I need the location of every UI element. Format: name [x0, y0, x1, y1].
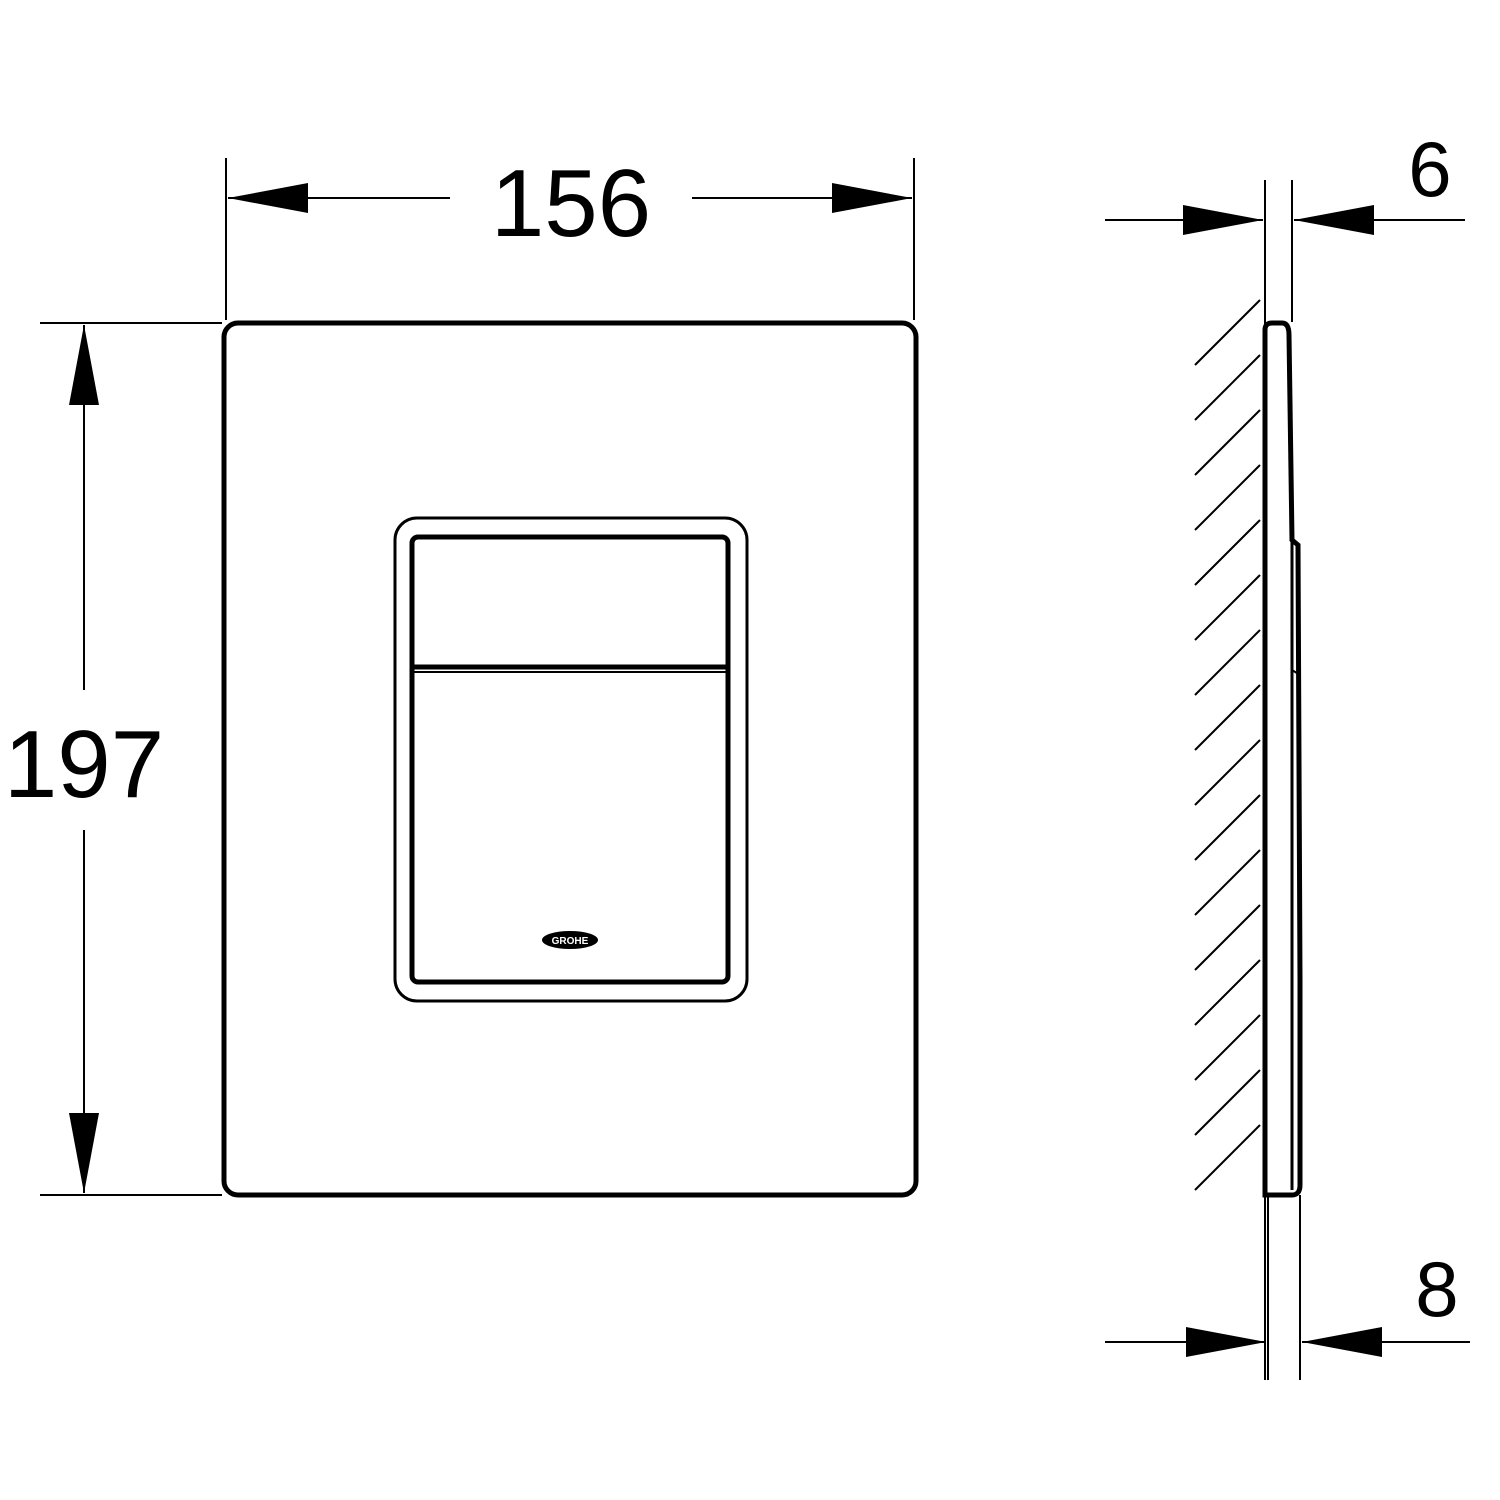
hatch-line: [1194, 684, 1261, 751]
plate-thickness-label: 6: [1408, 125, 1451, 213]
hatch-line: [1194, 354, 1261, 421]
hatch-line: [1194, 519, 1261, 586]
height-label: 197: [4, 711, 164, 818]
hatch-line: [1194, 904, 1261, 971]
hatch-line: [1194, 959, 1261, 1026]
side-view: [1262, 180, 1303, 1380]
width-label: 156: [491, 150, 651, 257]
button-outline: [409, 534, 731, 985]
button-frame: [393, 516, 749, 1003]
front-view: [221, 320, 919, 1198]
hatch-line: [1194, 1014, 1261, 1081]
hatch-line: [1194, 1069, 1261, 1136]
grohe-logo: GROHE: [542, 931, 598, 949]
hatch-line: [1194, 739, 1261, 806]
height-dimension: [40, 322, 222, 1196]
cover-plate: [221, 320, 919, 1198]
total-depth-label: 8: [1415, 1245, 1458, 1333]
hatch-line: [1194, 409, 1261, 476]
wall-hatching: [1194, 299, 1261, 1191]
hatch-line: [1194, 1124, 1261, 1191]
svg-text:GROHE: GROHE: [552, 936, 589, 947]
hatch-line: [1194, 299, 1261, 366]
hatch-line: [1194, 629, 1261, 696]
hatch-line: [1194, 794, 1261, 861]
width-dimension: [225, 158, 915, 320]
hatch-line: [1194, 574, 1261, 641]
plate-profile: [1262, 320, 1303, 1198]
hatch-line: [1194, 464, 1261, 531]
hatch-line: [1194, 849, 1261, 916]
